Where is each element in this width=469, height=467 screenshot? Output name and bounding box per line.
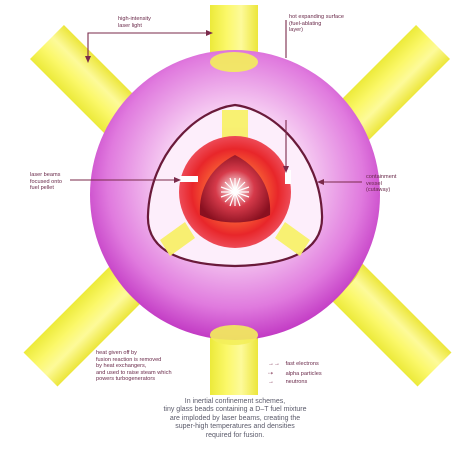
legend-label: alpha particles	[286, 371, 322, 377]
label-hot-expanding-surface: hot expanding surface (fuel-ablating lay…	[289, 14, 344, 34]
legend-label: fast electrons	[286, 361, 319, 367]
legend-label: neutrons	[286, 379, 308, 385]
legend-item-neutrons: → neutrons	[268, 379, 307, 385]
label-laser-beams-focused: laser beams focused onto fuel pellet	[30, 172, 62, 192]
alpha-particles-arrow-icon: ⇢	[268, 370, 284, 377]
beam-port-top	[210, 52, 258, 72]
neutrons-arrow-icon: →	[268, 379, 284, 385]
fast-electrons-arrow-icon: →→	[268, 361, 284, 367]
label-containment-vessel: containment vessel (cutaway)	[366, 174, 396, 194]
legend-item-fast-electrons: →→ fast electrons	[268, 361, 319, 367]
legend-item-alpha-particles: ⇢ alpha particles	[268, 370, 322, 377]
beam-port-bottom	[210, 325, 258, 345]
caption: In inertial confinement schemes, tiny gl…	[130, 398, 340, 440]
label-heat-given-off: heat given off by fusion reaction is rem…	[96, 350, 172, 383]
label-laser-light: high-intensity laser light	[118, 16, 151, 29]
